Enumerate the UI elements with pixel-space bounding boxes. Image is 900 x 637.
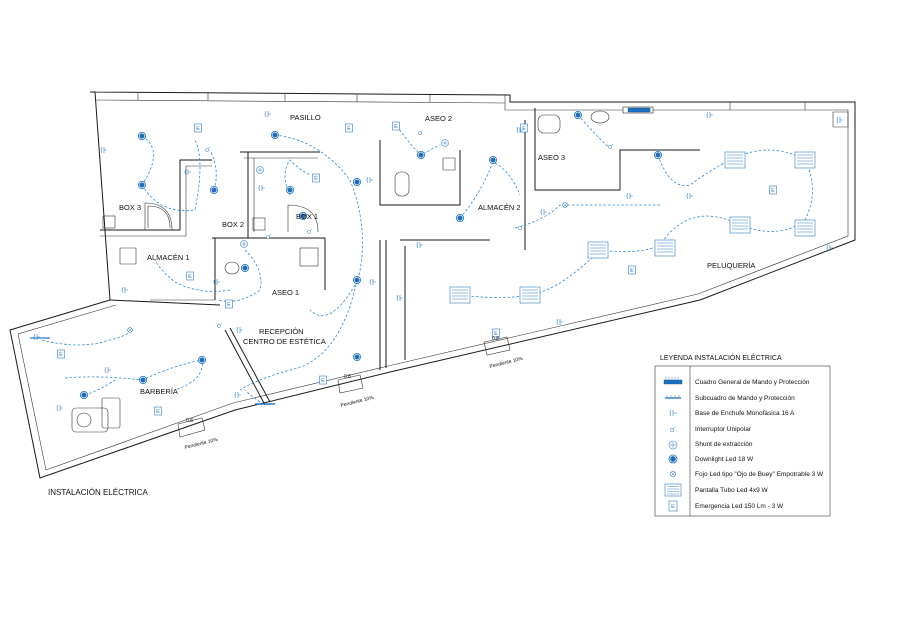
room-recepcion: RECEPCIÓN [259,327,304,336]
svg-text:Downlight Led 18 W: Downlight Led 18 W [695,456,754,463]
room-labels: PASILLO ASEO 2 ASEO 3 BOX 3 BOX 2 BOX 1 … [119,113,755,396]
ramp3-label: Pendiente 10% [489,356,524,370]
downlight-icon [668,454,678,464]
sub-panel-icon [665,395,681,399]
room-almacen2: ALMACÉN 2 [478,203,521,212]
room-peluqueria: PELUQUERÍA [707,261,755,270]
room-box3: BOX 3 [119,203,141,212]
room-aseo2: ASEO 2 [425,114,452,123]
main-panel-icon [663,377,683,385]
ramp1-label: Pendiente 10% [184,437,219,451]
spotlight-icon [670,471,676,477]
ramp1-dim: 0.8 [186,418,193,424]
room-aseo1: ASEO 1 [272,288,299,297]
svg-text:Shunt de extracción: Shunt de extracción [695,441,753,448]
drawing-title: INSTALACIÓN ELÉCTRICA [48,488,149,497]
legend-row-switch: Interruptor Unipolar [669,426,752,433]
room-barberia: BARBERÍA [140,387,178,396]
tube-panel-icon [664,483,682,497]
svg-text:Interruptor Unipolar: Interruptor Unipolar [695,426,752,433]
svg-text:Emergencia Led 150 Lm - 3 W: Emergencia Led 150 Lm - 3 W [695,503,784,510]
svg-text:Fojo Led tipo "Ojo de Buey" Em: Fojo Led tipo "Ojo de Buey" Empotrable 3… [695,471,824,478]
room-almacen1: ALMACÉN 1 [147,253,190,262]
legend: LEYENDA INSTALACIÓN ELÉCTRICA Cuadro Gen… [654,353,831,517]
svg-text:Pantalla Tubo Led 4x9 W: Pantalla Tubo Led 4x9 W [695,487,768,494]
room-pasillo: PASILLO [290,113,321,122]
svg-text:Base de Enchufe Monofásica 16: Base de Enchufe Monofásica 16 A [695,410,795,417]
legend-row-socket: Base de Enchufe Monofásica 16 A [669,409,795,417]
room-recepcion-sub: CENTRO DE ESTÉTICA [243,337,326,346]
legend-row-tube: Pantalla Tubo Led 4x9 W [664,483,768,497]
walls [9,91,856,479]
room-box1: BOX 1 [296,212,318,221]
room-box2: BOX 2 [222,220,244,229]
electrical-symbols [30,107,844,416]
svg-text:Subcuadro de Mando y Protecció: Subcuadro de Mando y Protección [695,395,795,402]
legend-row-main-panel: Cuadro General de Mando y Protección [663,377,810,386]
legend-row-fan: Shunt de extracción [668,440,753,450]
legend-row-sub-panel: Subcuadro de Mando y Protección [665,395,795,402]
emergency-icon: E [668,500,678,512]
svg-text:Cuadro General de Mando y Prot: Cuadro General de Mando y Protección [695,379,810,386]
socket-icon [669,409,677,417]
legend-row-spot: Fojo Led tipo "Ojo de Buey" Empotrable 3… [670,471,824,478]
ramp2-dim: 0.8 [344,374,351,380]
legend-title: LEYENDA INSTALACIÓN ELÉCTRICA [660,353,782,362]
ramp2-label: Pendiente 10% [340,395,375,409]
extraction-fan-icon [668,440,678,450]
svg-text:E: E [671,504,675,510]
ramp3-dim: 0.8 [492,336,499,342]
legend-row-emergency: E Emergencia Led 150 Lm - 3 W [668,500,784,512]
room-aseo3: ASEO 3 [538,153,565,162]
switch-icon [669,426,676,433]
legend-row-downlight: Downlight Led 18 W [668,454,754,464]
